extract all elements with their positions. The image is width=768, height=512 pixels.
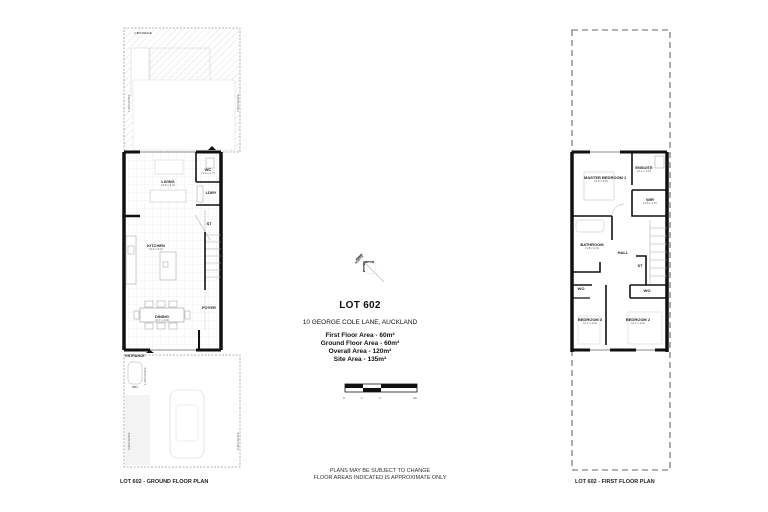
room-living-dims: (3.9 x 4.4) (161, 183, 175, 187)
entrance-label: ENTRANCE (122, 354, 148, 359)
ground-floor-area: Ground Floor Area - 60m² (320, 340, 400, 347)
north-arrow (355, 253, 385, 283)
lot-info: LOT 602 10 GEORGE COLE LANE, AUCKLAND Fi… (290, 300, 430, 364)
room-wo-left-name: WO (577, 286, 585, 291)
room-wo-right-name: WO (643, 288, 651, 293)
room-wc-dims: (1.0 x 1.7) (201, 171, 215, 175)
bin-label: BIN (128, 386, 142, 389)
room-wir-name: WIR (646, 197, 654, 202)
room-bedroom2: BEDROOM 2 (2.7 x 3.0) (620, 318, 656, 325)
room-foyer: FOYER (200, 306, 218, 310)
room-foyer-name: FOYER (202, 305, 216, 310)
room-master-name: MASTER BEDROOM 1 (584, 175, 627, 180)
room-ensuite: ENSUITE (2.1 x 1.2) (634, 166, 654, 173)
room-wc: WC (1.0 x 1.7) (199, 168, 217, 175)
first-floor-plan (570, 29, 671, 471)
overall-area: Overall Area - 120m² (328, 348, 392, 355)
room-ensuite-name: ENSUITE (635, 165, 653, 170)
ground-floor-plan-title: LOT 602 - GROUND FLOOR PLAN (120, 479, 209, 485)
scale-tick-0: 0 (343, 396, 345, 400)
room-master-bedroom: MASTER BEDROOM 1 (3.4 x 3.5) (584, 176, 626, 183)
fence-left-lower-label: 0.9M FENCE (127, 432, 131, 450)
room-bedroom3-dims: (2.7 x 2.9) (583, 321, 597, 325)
room-kitchen: KITCHEN (4.1 x 3.1) (140, 244, 172, 251)
room-bathroom-name: BATHROOM (580, 242, 604, 247)
room-wir: WIR (1.5 x 1.6) (640, 198, 660, 205)
scale-bar-ticks: 0 1 2 4m (343, 396, 418, 402)
lot-title: LOT 602 (339, 300, 381, 311)
room-st: ST (203, 222, 215, 226)
room-living: LIVING (3.9 x 4.4) (150, 180, 186, 187)
first-floor-plan-title: LOT 602 - FIRST FLOOR PLAN (575, 479, 655, 485)
room-hall-name: HALL (617, 250, 629, 255)
scale-tick-2: 2 (379, 396, 381, 400)
scale-tick-4: 4m (413, 396, 418, 400)
room-kitchen-name: KITCHEN (147, 243, 165, 248)
entrance-name: ENTRANCE (125, 354, 145, 358)
room-wo-left: WO (574, 287, 588, 291)
fence-left-upper-label: 1.5M FENCE (127, 94, 131, 112)
ground-floor-plan (122, 27, 241, 468)
disclaimer-line-2: FLOOR AREAS INDICATED IS APPROXIMATE ONL… (313, 474, 447, 481)
room-bedroom3: BEDROOM 3 (2.7 x 2.9) (574, 318, 606, 325)
room-st-first: ST (634, 264, 646, 268)
room-bedroom3-name: BEDROOM 3 (577, 317, 603, 322)
room-kitchen-dims: (4.1 x 3.1) (149, 247, 163, 251)
first-floor-area: First Floor Area - 60m² (325, 332, 395, 339)
scale-bar (344, 383, 418, 393)
room-bedroom2-name: BEDROOM 2 (625, 317, 651, 322)
room-dining: DINING (3.7 x 2.9) (146, 315, 178, 322)
room-bathroom-dims: (1.8 x 2.3) (585, 246, 599, 250)
room-bathroom: BATHROOM (1.8 x 2.3) (578, 243, 606, 250)
fence-right-lower-label: 0.9M FENCE (236, 432, 240, 450)
room-wir-dims: (1.5 x 1.6) (643, 201, 657, 205)
room-living-name: LIVING (161, 179, 175, 184)
fence-right-upper-label: 1.5M FENCE (236, 94, 240, 112)
disclaimer: PLANS MAY BE SUBJECT TO CHANGE FLOOR ARE… (300, 468, 460, 481)
room-laundry: LDRY (203, 191, 219, 195)
room-hall: HALL (614, 251, 632, 255)
disclaimer-line-1: PLANS MAY BE SUBJECT TO CHANGE (329, 468, 431, 474)
fence-top-text: 1.8M FENCE (134, 31, 152, 35)
room-master-dims: (3.4 x 3.5) (594, 179, 608, 183)
scale-tick-1: 1 (361, 396, 363, 400)
fence-mid-label: 1.2M FENCE (143, 367, 147, 385)
lot-address: 10 GEORGE COLE LANE, AUCKLAND (302, 319, 418, 326)
room-dining-dims: (3.7 x 2.9) (155, 318, 169, 322)
room-bedroom2-dims: (2.7 x 3.0) (631, 321, 645, 325)
site-area: Site Area - 135m² (333, 356, 387, 363)
room-laundry-name: LDRY (205, 190, 217, 195)
room-ensuite-dims: (2.1 x 1.2) (637, 169, 651, 173)
fence-top-label: 1.8M FENCE (128, 32, 158, 35)
area-list: First Floor Area - 60m² Ground Floor Are… (290, 332, 430, 364)
room-dining-name: DINING (155, 314, 169, 319)
room-wo-right: WO (640, 289, 654, 293)
room-st-first-name: ST (637, 263, 643, 268)
room-st-name: ST (206, 221, 212, 226)
room-wc-name: WC (204, 167, 212, 172)
bin-name: BIN (132, 385, 138, 389)
